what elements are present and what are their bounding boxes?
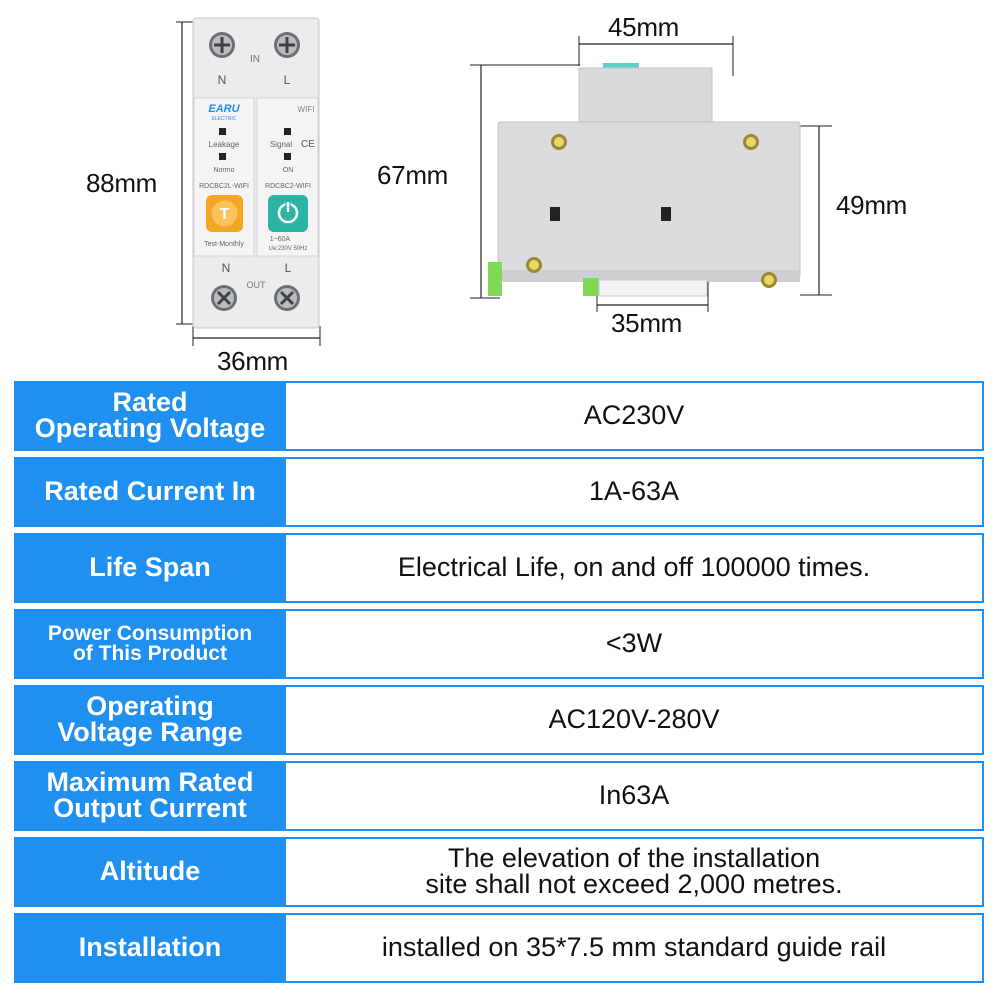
right-model-label: RDCBC2-WIFI	[265, 183, 311, 190]
brand-logo: EARU	[208, 103, 240, 115]
side-rail-width-label: 35mm	[611, 308, 683, 338]
spec-value: <3W	[286, 609, 984, 679]
wifi-label: WIFI	[298, 105, 315, 114]
screw-icon	[211, 285, 237, 311]
terminal-n-label: N	[218, 73, 227, 87]
din-rail-slot	[598, 279, 708, 297]
voltage-label: Ue:230V 50Hz	[268, 246, 307, 252]
signal-label: Signal	[270, 140, 292, 149]
spec-row: Life Span Electrical Life, on and off 10…	[14, 533, 984, 603]
leakage-label: Leakage	[209, 140, 240, 149]
screw-icon	[761, 272, 777, 288]
spec-row: Power Consumption of This Product <3W	[14, 609, 984, 679]
side-hole	[661, 207, 671, 221]
spec-label: Installation	[14, 913, 286, 983]
normo-indicator	[219, 153, 226, 160]
side-hole	[550, 207, 560, 221]
spec-value: In63A	[286, 761, 984, 831]
spec-label: Maximum Rated Output Current	[14, 761, 286, 831]
bottom-n-label: N	[222, 261, 231, 275]
right-module-panel	[256, 97, 319, 257]
spec-value: AC120V-280V	[286, 685, 984, 755]
side-height-label: 67mm	[377, 160, 449, 190]
on-off-button[interactable]	[268, 195, 308, 232]
screw-icon	[209, 32, 235, 58]
screw-icon	[743, 134, 759, 150]
screw-icon	[551, 134, 567, 150]
spec-label: Rated Operating Voltage	[14, 381, 286, 451]
side-top-width-label: 45mm	[608, 12, 680, 42]
spec-value: Electrical Life, on and off 100000 times…	[286, 533, 984, 603]
spec-row: Operating Voltage Range AC120V-280V	[14, 685, 984, 755]
screw-icon	[526, 257, 542, 273]
front-width-label: 36mm	[217, 346, 289, 376]
out-label: OUT	[247, 280, 267, 290]
test-monthly-label: Test-Monthly	[204, 241, 244, 248]
spec-label: Rated Current In	[14, 457, 286, 527]
spec-label: Power Consumption of This Product	[14, 609, 286, 679]
din-clip-left	[488, 262, 502, 296]
spec-label: Operating Voltage Range	[14, 685, 286, 755]
spec-value: The elevation of the installation site s…	[286, 837, 984, 907]
test-button-label: T	[220, 206, 230, 223]
spec-value: AC230V	[286, 381, 984, 451]
screw-icon	[274, 285, 300, 311]
on-indicator	[284, 153, 291, 160]
top-handle	[603, 63, 639, 71]
side-view-diagram	[470, 36, 832, 312]
front-view-diagram: IN N L EARU ELECTRIC Leakage Normo RDCBC…	[176, 17, 321, 346]
side-body-height-label: 49mm	[836, 190, 908, 220]
spec-value: 1A-63A	[286, 457, 984, 527]
brand-sub: ELECTRIC	[212, 116, 237, 122]
rating-label: 1~60A	[270, 236, 291, 243]
spec-row: Installation installed on 35*7.5 mm stan…	[14, 913, 984, 983]
spec-row: Altitude The elevation of the installati…	[14, 837, 984, 907]
ce-mark: CE	[301, 139, 315, 150]
spec-row: Rated Current In 1A-63A	[14, 457, 984, 527]
leakage-indicator	[219, 128, 226, 135]
bottom-l-label: L	[285, 261, 292, 275]
signal-indicator	[284, 128, 291, 135]
terminal-l-label: L	[284, 73, 291, 87]
din-clip-right	[583, 278, 599, 296]
power-icon	[277, 201, 299, 224]
left-model-label: RDCBC2L-WIFI	[199, 183, 249, 190]
normo-label: Normo	[213, 167, 234, 174]
side-top-hump	[578, 67, 713, 131]
spec-value: installed on 35*7.5 mm standard guide ra…	[286, 913, 984, 983]
screw-icon	[274, 32, 300, 58]
in-label: IN	[250, 54, 260, 65]
spec-row: Rated Operating Voltage AC230V	[14, 381, 984, 451]
on-label: ON	[283, 167, 294, 174]
spec-label: Life Span	[14, 533, 286, 603]
front-height-label: 88mm	[86, 168, 158, 198]
spec-row: Maximum Rated Output Current In63A	[14, 761, 984, 831]
spec-label: Altitude	[14, 837, 286, 907]
